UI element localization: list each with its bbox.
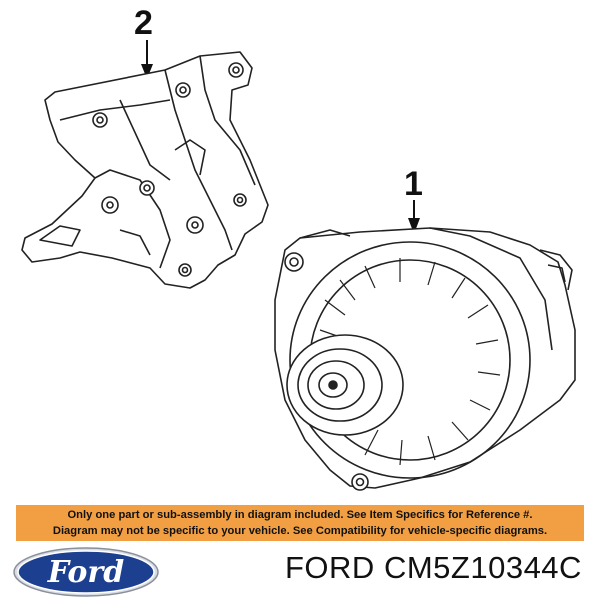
mounting-bracket-drawing	[21, 51, 269, 289]
disclaimer-line-2: Diagram may not be specific to your vehi…	[52, 525, 548, 537]
part-number: CM5Z10344C	[383, 550, 582, 585]
arrowhead-alternator	[408, 218, 420, 234]
disclaimer-notice: Only one part or sub-assembly in diagram…	[16, 505, 584, 541]
ford-logo-script: Ford	[47, 555, 124, 590]
callout-number-bracket: 2	[134, 4, 153, 42]
arrowhead-bracket	[141, 64, 153, 79]
alternator-drawing	[274, 227, 576, 491]
part-identifier: FORD CM5Z10344C	[285, 550, 582, 586]
disclaimer-line-1: Only one part or sub-assembly in diagram…	[67, 509, 533, 521]
callout-number-alternator: 1	[404, 165, 423, 203]
parts-diagram: 2 1	[21, 4, 576, 491]
brand-name: FORD	[285, 550, 375, 585]
ford-logo: Ford	[13, 547, 159, 597]
